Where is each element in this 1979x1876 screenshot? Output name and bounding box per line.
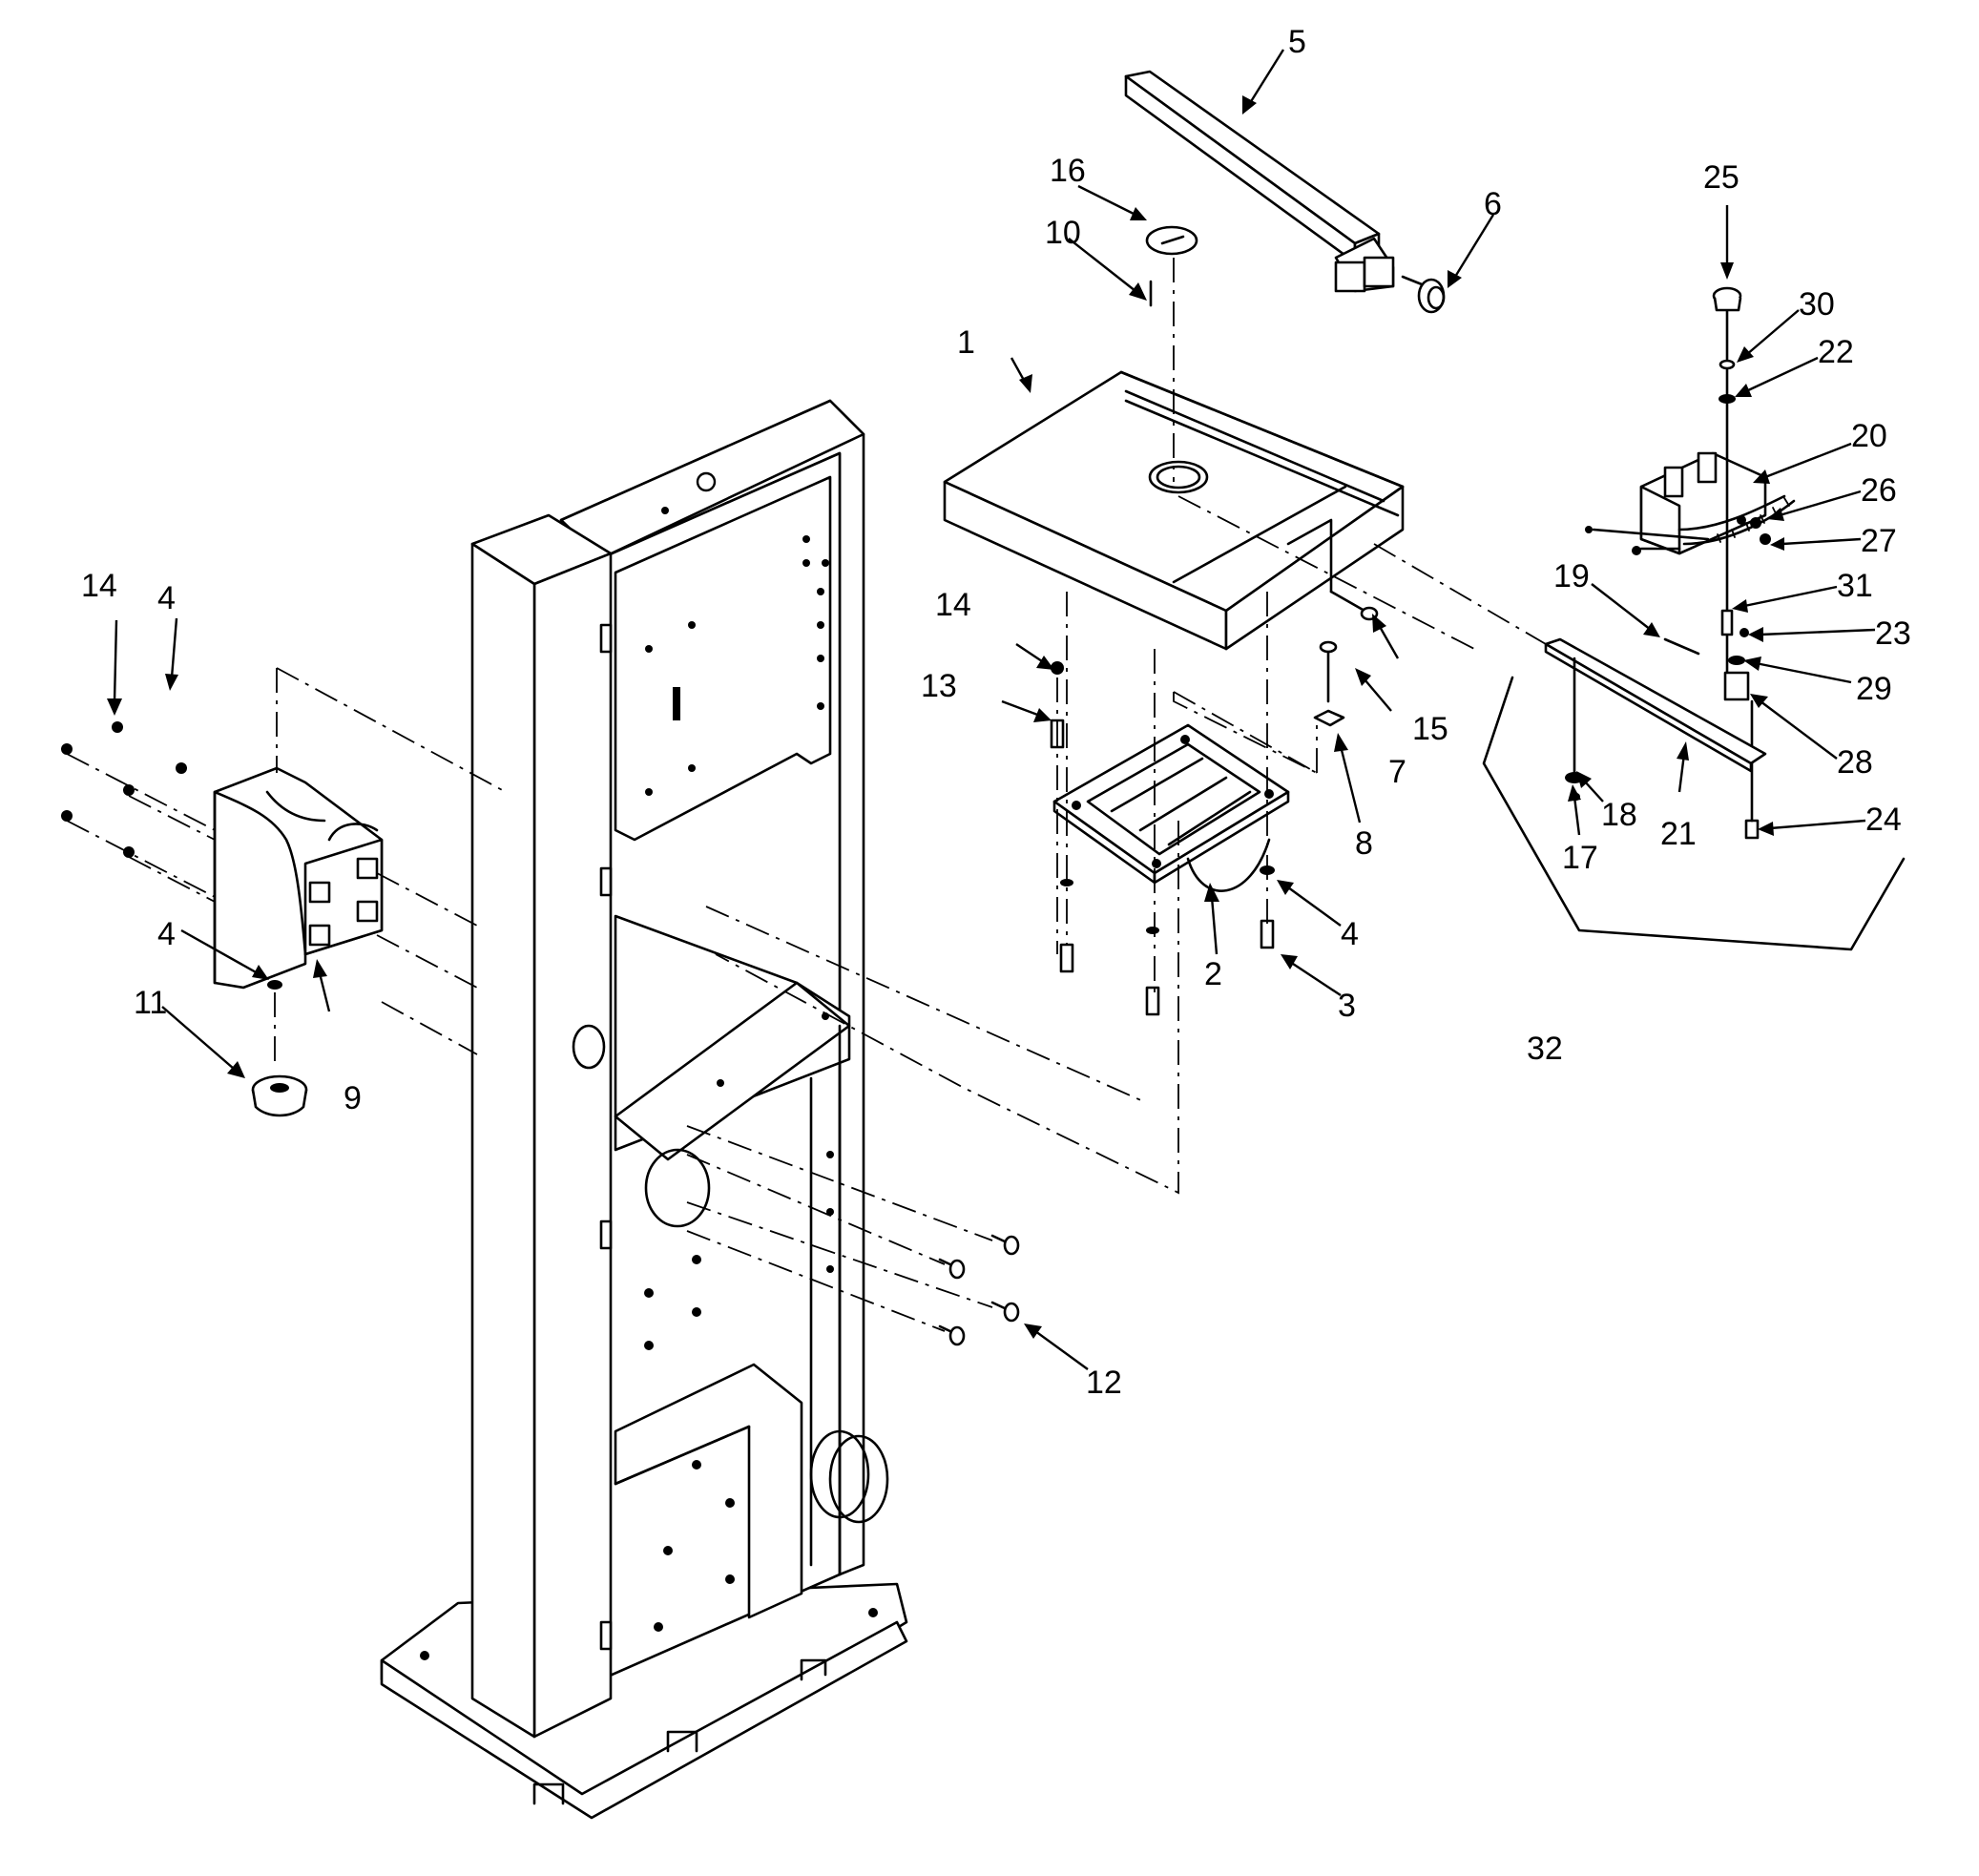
callout-4-left-top: 4	[157, 580, 176, 616]
miter-gauge	[1544, 286, 1796, 840]
callout-32: 32	[1527, 1031, 1563, 1067]
callout-6: 6	[1484, 186, 1502, 222]
callout-19: 19	[1553, 558, 1590, 594]
callout-11: 11	[134, 985, 167, 1021]
callout-31: 31	[1837, 568, 1873, 604]
callout-4-right: 4	[1341, 916, 1359, 952]
callout-30: 30	[1799, 286, 1835, 323]
callout-21: 21	[1660, 816, 1697, 852]
callout-2: 2	[1204, 956, 1222, 992]
callout-4-left-bottom: 4	[157, 916, 176, 952]
callout-22: 22	[1818, 334, 1854, 370]
callout-24: 24	[1865, 802, 1902, 838]
callout-17: 17	[1562, 840, 1598, 876]
saw-table	[943, 370, 1405, 651]
callout-15: 15	[1412, 711, 1448, 747]
callout-16: 16	[1050, 153, 1086, 189]
protractor-scale	[1717, 497, 1790, 543]
callout-5: 5	[1288, 24, 1306, 60]
callout-14-left: 14	[81, 568, 117, 604]
group-bracket-32	[1482, 676, 1906, 951]
callout-18: 18	[1601, 797, 1637, 833]
callout-25: 25	[1703, 159, 1739, 196]
callout-1: 1	[957, 324, 975, 361]
callout-29: 29	[1856, 671, 1892, 707]
callouts: 1 2 3 4 4 4 5 6 7 8 9 10 11 12 13 14 14 …	[81, 24, 1911, 1401]
callout-13: 13	[921, 668, 957, 704]
cabinet-screws	[938, 1234, 1020, 1346]
column-studs	[599, 623, 613, 1651]
trunnion-plate	[1052, 723, 1290, 892]
callout-7: 7	[1388, 754, 1406, 790]
shelf-bracket	[213, 766, 384, 990]
callout-14-right: 14	[935, 587, 971, 623]
cabinet-stand	[380, 399, 908, 1820]
callout-28: 28	[1837, 744, 1873, 781]
hardware	[61, 225, 1446, 1346]
callout-10: 10	[1045, 215, 1081, 251]
callout-27: 27	[1861, 523, 1897, 559]
fence-rail	[1124, 70, 1395, 293]
callout-8: 8	[1355, 825, 1373, 862]
callout-3: 3	[1338, 988, 1356, 1024]
callout-12: 12	[1086, 1365, 1122, 1401]
callout-26: 26	[1861, 472, 1897, 509]
callout-20: 20	[1851, 418, 1887, 454]
assembly-lines	[66, 258, 1547, 1332]
callout-9: 9	[344, 1080, 362, 1116]
callout-23: 23	[1875, 615, 1911, 652]
